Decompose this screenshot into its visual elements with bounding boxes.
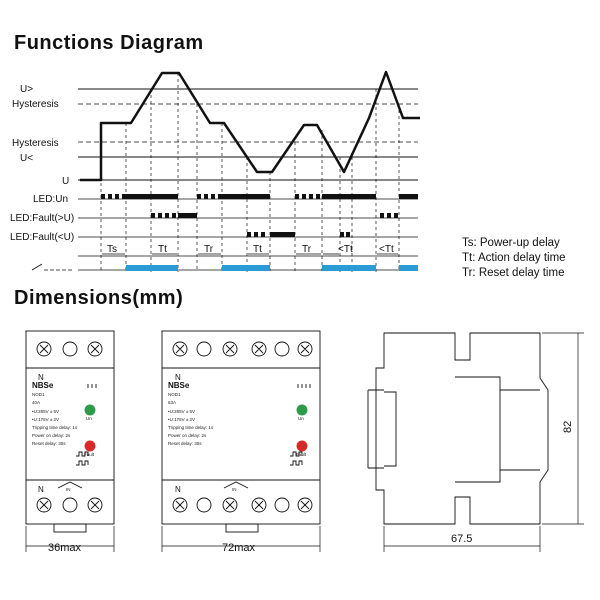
module-1-drawing (25, 330, 115, 533)
module-2-led-un-label: Un (298, 416, 304, 421)
module-2-spec: Reset delay: 30s (168, 441, 202, 446)
module-1-in-label: IN (66, 487, 71, 492)
module-2-spec: •U:265V ± 5V (168, 409, 195, 414)
module-1-spec: Power on delay: 2s (32, 433, 71, 438)
module-2-model: NOD1 (168, 392, 181, 397)
module-1-spec: •U:175V ± 2V (32, 417, 59, 422)
module-2-led-fault-label: Fault (296, 452, 307, 457)
led-un-pattern (101, 194, 418, 199)
module-1-spec: •U:265V ± 5V (32, 409, 59, 414)
interval-label: <Tt (338, 244, 353, 255)
module-1-model: NOD1 (32, 392, 45, 397)
led-fault-over-pattern (151, 213, 398, 218)
module-1-terminal-n-bottom: N (38, 485, 44, 494)
module-1-terminal-n-top: N (38, 373, 44, 382)
module-2-width-dim (161, 526, 321, 552)
legend-ts: Ts: Power-up delay (462, 237, 560, 249)
label-led-fault-over: LED:Fault(>U) (10, 213, 74, 224)
legend-tr: Tr: Reset delay time (462, 267, 564, 279)
module-1-brand: NBSe (32, 381, 54, 390)
interval-label: Tr (302, 244, 312, 255)
relay-output-row (31, 263, 418, 271)
module-1-spec: Tripping time delay: 1s (32, 425, 78, 430)
module-2-spec: Tripping time delay: 1s (168, 425, 214, 430)
module-2-spec: Power on delay: 2s (168, 433, 207, 438)
label-led-fault-under: LED:Fault(<U) (10, 232, 74, 243)
functions-diagram-title: Functions Diagram (14, 32, 204, 54)
interval-label: Ts (107, 244, 117, 255)
label-led-un: LED:Un (33, 194, 68, 205)
interval-label: Tr (204, 244, 214, 255)
module-2-terminal-n-top: N (175, 373, 181, 382)
led-fault-under-pattern (247, 232, 350, 237)
label-u-over: U> (20, 84, 33, 95)
side-view-drawing (367, 332, 549, 525)
interval-label: <Tt (379, 244, 394, 255)
module-1-rating: 40A (32, 400, 40, 405)
module-1-led-fault-label: Fault (84, 452, 95, 457)
legend-tt: Tt: Action delay time (462, 252, 566, 264)
label-u: U (62, 176, 69, 187)
label-hysteresis-bottom: Hysteresis (12, 138, 59, 149)
module-2-drawing (161, 330, 321, 533)
dimensions-title: Dimensions(mm) (14, 287, 184, 309)
module-2-in-label: IN (232, 487, 237, 492)
module-1-width-label: 36max (48, 542, 82, 554)
label-u-under: U< (20, 153, 33, 164)
interval-label: Tt (158, 244, 167, 255)
module-2-brand: NBSe (168, 381, 190, 390)
module-1-width-dim (25, 526, 115, 552)
module-1-spec: Reset delay: 30s (32, 441, 66, 446)
timing-diagram (78, 70, 420, 272)
side-view-dims (383, 332, 584, 552)
module-1-led-un-label: Un (86, 416, 92, 421)
module-2-terminal-n-bottom: N (175, 485, 181, 494)
module-2-width-label: 72max (222, 542, 256, 554)
side-height-label: 82 (562, 421, 574, 433)
interval-label: Tt (253, 244, 262, 255)
event-lines (100, 73, 400, 272)
side-depth-label: 67.5 (451, 533, 472, 545)
voltage-waveform (80, 70, 420, 182)
module-2-rating: 63A (168, 400, 176, 405)
label-hysteresis-top: Hysteresis (12, 99, 59, 110)
module-2-spec: •U:175V ± 2V (168, 417, 195, 422)
